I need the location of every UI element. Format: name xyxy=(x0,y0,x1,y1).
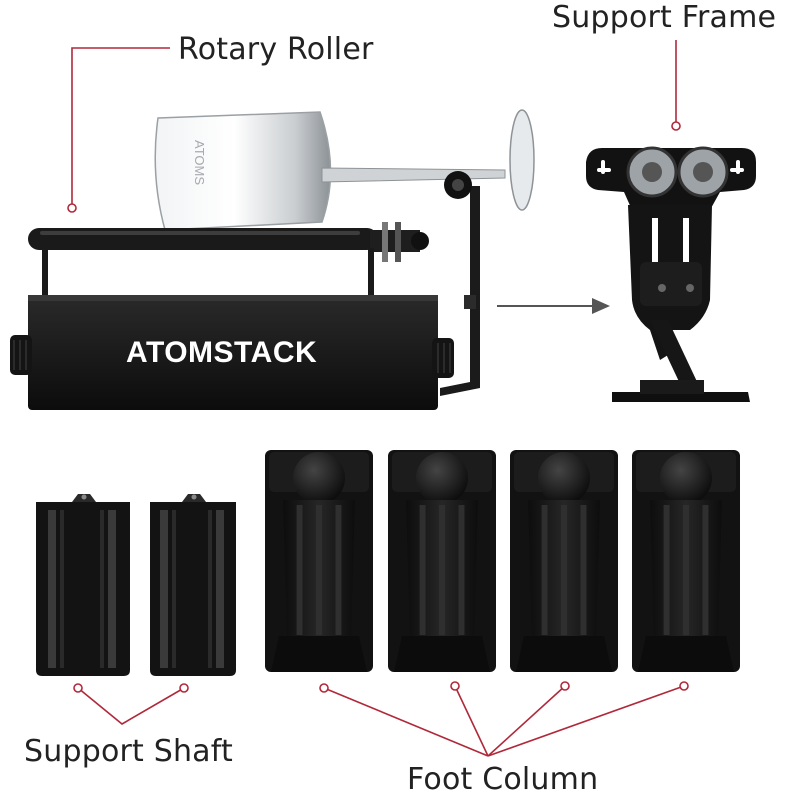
support-shaft-right xyxy=(150,494,236,676)
wine-glass-foot xyxy=(509,109,535,211)
leader-support-shaft xyxy=(77,687,185,725)
foot-column-1 xyxy=(265,450,373,672)
leader-lines xyxy=(71,40,685,757)
support-frame xyxy=(586,146,756,402)
foot-column-2 xyxy=(388,450,496,672)
rotary-roller-assembly: ATOMS xyxy=(10,109,535,410)
label-rotary-roller: Rotary Roller xyxy=(178,32,374,67)
leader-rotary-roller xyxy=(71,47,170,208)
svg-text:ATOMS: ATOMS xyxy=(192,140,207,185)
roller-body xyxy=(28,295,438,410)
leader-dots xyxy=(67,121,689,693)
label-foot-column: Foot Column xyxy=(407,762,599,797)
leader-foot-column-1 xyxy=(323,687,489,757)
label-support-shaft: Support Shaft xyxy=(24,734,233,769)
wine-glass-stem xyxy=(321,167,506,183)
foot-column-4 xyxy=(632,450,740,672)
foot-column-3 xyxy=(510,450,618,672)
label-support-frame: Support Frame xyxy=(552,0,777,35)
support-shaft-left xyxy=(36,494,130,676)
leader-foot-column-2 xyxy=(454,685,489,757)
leader-foot-column-3 xyxy=(487,685,566,757)
leader-foot-column-4 xyxy=(487,685,685,757)
wine-glass-bowl xyxy=(154,111,332,231)
pointer-arrow xyxy=(497,298,610,314)
brand-logo: ATOMSTACK xyxy=(126,336,317,369)
glass-holder-bracket xyxy=(440,186,480,396)
